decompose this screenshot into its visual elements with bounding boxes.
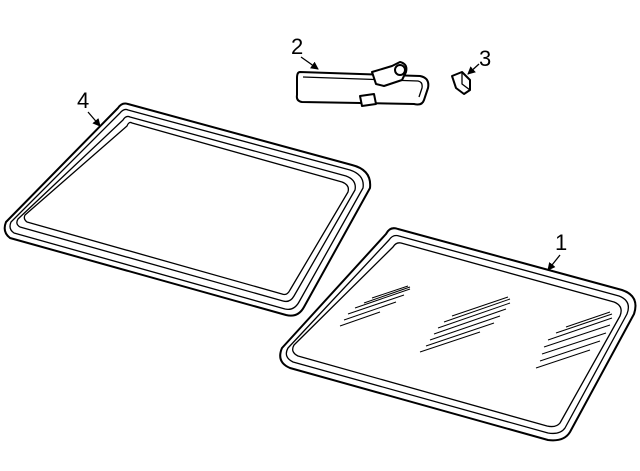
callout-3: 3	[467, 46, 491, 75]
callout-4: 4	[77, 88, 101, 127]
callout-2: 2	[291, 34, 319, 70]
rearview-mirror[interactable]	[295, 61, 430, 107]
callout-label-1: 1	[555, 230, 567, 255]
back-glass[interactable]	[3, 102, 372, 317]
glass-reflection-hatching	[339, 285, 613, 369]
windshield[interactable]	[279, 227, 637, 442]
callout-label-3: 3	[479, 46, 491, 71]
callout-label-4: 4	[77, 88, 89, 113]
callout-1: 1	[547, 230, 567, 271]
mirror-bracket[interactable]	[451, 71, 471, 95]
callout-label-2: 2	[291, 34, 303, 59]
